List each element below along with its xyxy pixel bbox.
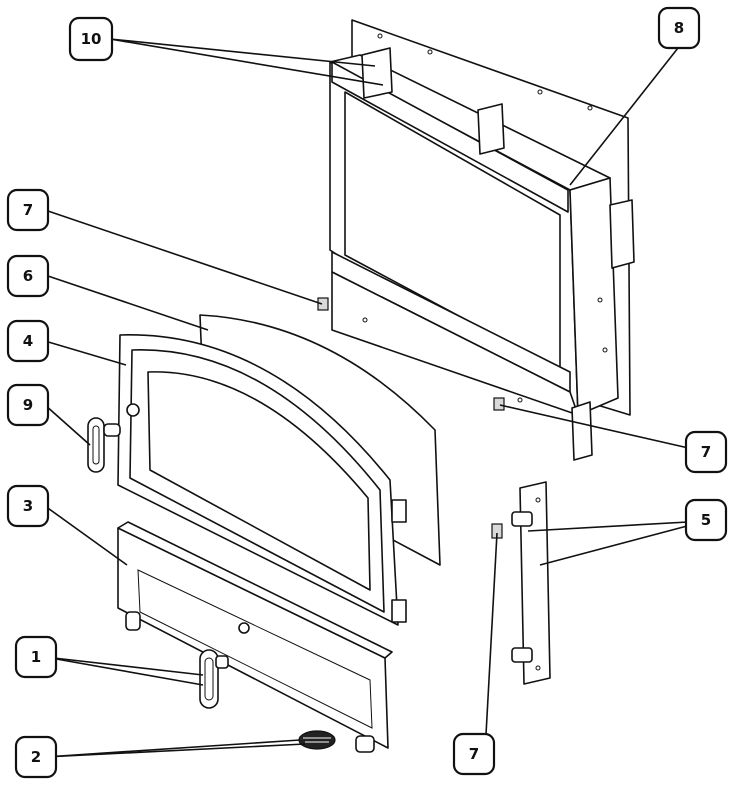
svg-text:8: 8 (674, 19, 684, 37)
svg-text:1: 1 (31, 648, 41, 666)
callout-5: 5 (684, 498, 728, 542)
svg-text:2: 2 (31, 748, 41, 766)
callout-7-right: 7 (684, 430, 728, 474)
svg-text:3: 3 (23, 497, 33, 515)
callout-3: 3 (6, 484, 50, 528)
callout-7-upper-left: 7 (6, 188, 50, 232)
svg-text:7: 7 (23, 201, 33, 219)
callout-8: 8 (657, 6, 701, 50)
svg-text:6: 6 (23, 267, 33, 285)
callout-10: 10 (68, 16, 114, 62)
part-8-door-frame (317, 19, 635, 461)
callout-2: 2 (14, 735, 58, 779)
callout-9: 9 (6, 383, 50, 427)
svg-text:7: 7 (701, 443, 711, 461)
svg-text:7: 7 (469, 745, 479, 763)
svg-text:10: 10 (81, 30, 102, 48)
callout-6: 6 (6, 254, 50, 298)
callout-4: 4 (6, 319, 50, 363)
svg-text:9: 9 (23, 396, 33, 414)
svg-text:4: 4 (23, 332, 33, 350)
leader-lines (44, 38, 707, 758)
callout-7-bottom: 7 (452, 732, 496, 776)
part-1-lower-handle (199, 649, 229, 709)
svg-text:5: 5 (701, 511, 711, 529)
part-3-lower-door (117, 521, 393, 753)
part-9-upper-handle (87, 417, 121, 473)
part-4-upper-door (117, 334, 407, 626)
part-5-hinge-bar (511, 481, 551, 685)
part-2-air-vent (298, 730, 336, 750)
callout-1: 1 (14, 635, 58, 679)
